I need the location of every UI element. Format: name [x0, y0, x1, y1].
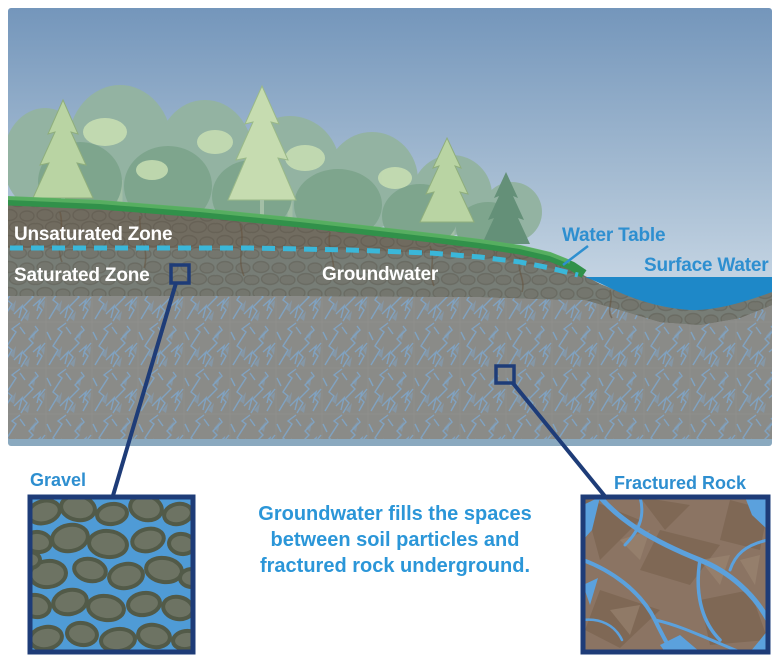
gravel-leader-line [110, 282, 178, 500]
label-gravel: Gravel [30, 470, 87, 490]
caption-line-2: between soil particles and [270, 529, 520, 551]
fractured-rock-sample-marker [494, 364, 516, 385]
gravel-stones [30, 497, 193, 652]
conifer-tree [482, 172, 530, 244]
surface-water-body [585, 277, 772, 311]
bedrock-bottom-strip [8, 439, 772, 446]
gravel-inset-border [27, 494, 196, 655]
caption: Groundwater fills the spaces between soi… [228, 501, 562, 579]
water-table-dashed-line [10, 245, 579, 278]
label-unsaturated-zone: Unsaturated Zone [14, 224, 173, 245]
fractured-rock-inset [580, 494, 771, 655]
water-table-pointer-line [562, 245, 589, 266]
root-texture [58, 211, 613, 319]
soil-pebble-texture [8, 202, 772, 325]
label-fractured-rock: Fractured Rock [613, 473, 746, 493]
caption-line-1: Groundwater fills the spaces [258, 503, 532, 525]
sample-markers [110, 263, 610, 502]
label-water-table: Water Table [562, 225, 666, 246]
gravel-inset [27, 494, 196, 655]
label-groundwater: Groundwater [322, 264, 439, 285]
treeline [8, 84, 542, 254]
water-pockets [583, 497, 768, 652]
label-saturated-zone: Saturated Zone [14, 265, 150, 286]
water-filled-fractures [583, 497, 768, 652]
grass [8, 196, 587, 278]
caption-line-3: fractured rock underground. [259, 555, 531, 577]
fractured-rock-leader-line [510, 380, 610, 502]
conifer-tree [419, 136, 475, 223]
gravel-sample-marker [169, 263, 191, 285]
label-surface-water: Surface Water [644, 255, 769, 276]
fractured-rock-inset-border [580, 494, 771, 655]
